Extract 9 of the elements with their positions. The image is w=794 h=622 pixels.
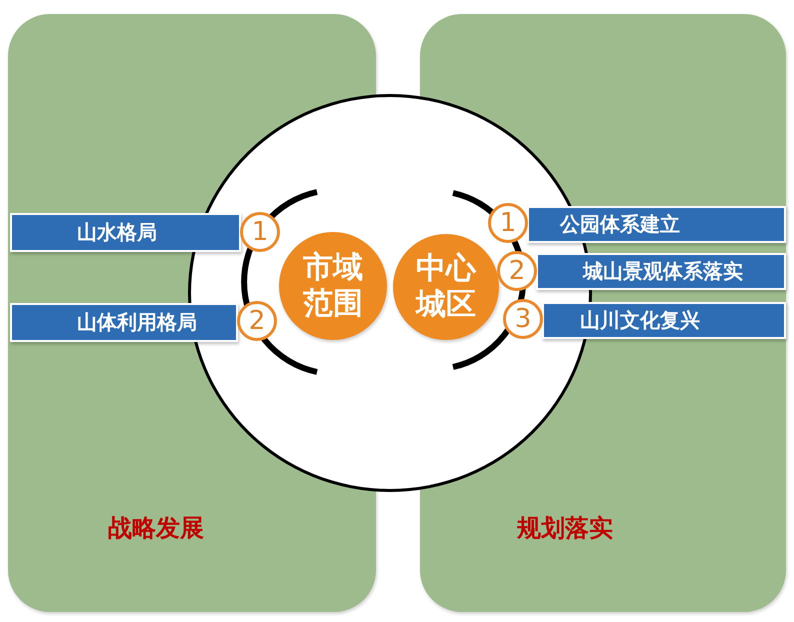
topic-circle: 中心城区 (393, 234, 499, 340)
item-banner: 公园体系建立 (527, 206, 786, 243)
item-banner: 山水格局 (10, 213, 241, 252)
item-banner: 城山景观体系落实 (536, 253, 786, 290)
topic-circle: 市域范围 (279, 232, 387, 340)
item-banner: 山体利用格局 (10, 303, 238, 342)
item-banner: 山川文化复兴 (542, 302, 786, 339)
panel-heading: 战略发展 (108, 514, 204, 542)
panel-heading: 规划落实 (517, 514, 613, 542)
